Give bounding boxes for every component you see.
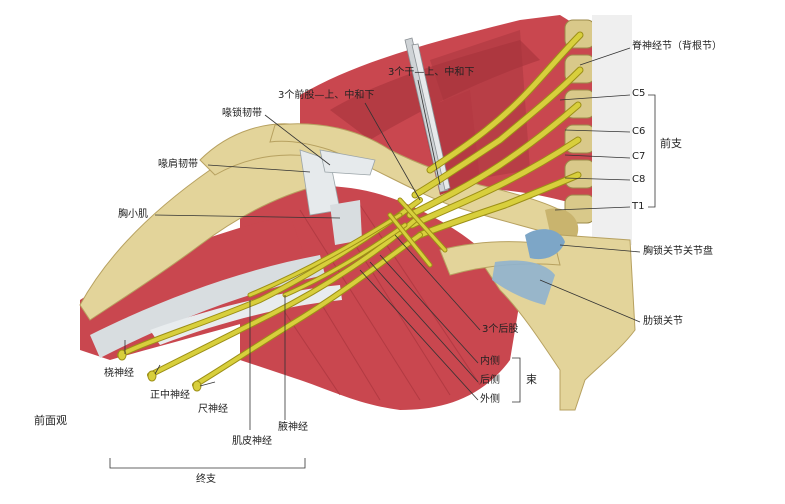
label-c7: C7 xyxy=(632,151,646,162)
label-musculocutaneous-nerve: 肌皮神经 xyxy=(232,436,272,447)
label-posterior-divisions: 3个后股 xyxy=(482,324,519,335)
forceps xyxy=(411,43,451,191)
costoclavicular-cartilage xyxy=(492,260,555,305)
label-ulnar-nerve: 尺神经 xyxy=(198,404,228,415)
neck-muscle-shade xyxy=(430,30,530,180)
label-trunks: 3个干—上、中和下 xyxy=(388,67,475,78)
label-sternoclavicular-disc: 胸锁关节关节盘 xyxy=(643,246,713,257)
sternoclavicular-disc xyxy=(525,229,565,260)
label-pectoralis-minor: 胸小肌 xyxy=(118,209,148,220)
neck-muscle-shade xyxy=(330,40,540,140)
label-cord-posterior: 后侧 xyxy=(480,375,500,386)
label-costoclavicular-joint: 肋锁关节 xyxy=(643,316,683,327)
chest-muscle xyxy=(240,186,520,410)
label-c6: C6 xyxy=(632,126,646,137)
label-axillary-nerve: 腋神经 xyxy=(278,422,308,433)
label-coracoclavicular-ligament: 喙锁韧带 xyxy=(222,108,262,119)
nerve-stumps xyxy=(117,349,202,392)
brachial-plexus-nerves xyxy=(117,31,584,388)
label-cords: 束 xyxy=(526,373,537,386)
pectoralis-minor-tendon xyxy=(330,200,362,245)
label-anterior-view: 前面观 xyxy=(34,414,67,427)
leader-lines xyxy=(109,47,656,469)
label-c8: C8 xyxy=(632,174,646,185)
coracoacromial-ligament xyxy=(319,149,376,176)
label-t1: T1 xyxy=(632,201,645,212)
chest-muscle-fibers xyxy=(249,204,481,401)
label-coracoacromial-ligament: 喙肩韧带 xyxy=(158,159,198,170)
label-median-nerve: 正中神经 xyxy=(150,390,190,401)
label-anterior-divisions: 3个前股—上、中和下 xyxy=(278,90,375,101)
label-cord-lateral: 外侧 xyxy=(480,394,500,405)
label-c5: C5 xyxy=(632,88,646,99)
label-cord-medial: 内侧 xyxy=(480,356,500,367)
label-spinal-ganglion: 脊神经节（背根节） xyxy=(632,41,722,52)
label-terminal-branches: 终支 xyxy=(196,474,216,485)
label-radial-nerve: 桡神经 xyxy=(104,368,134,379)
vertebral-body xyxy=(592,15,632,245)
arm-tendon xyxy=(90,255,325,358)
label-anterior-rami: 前支 xyxy=(660,137,682,150)
